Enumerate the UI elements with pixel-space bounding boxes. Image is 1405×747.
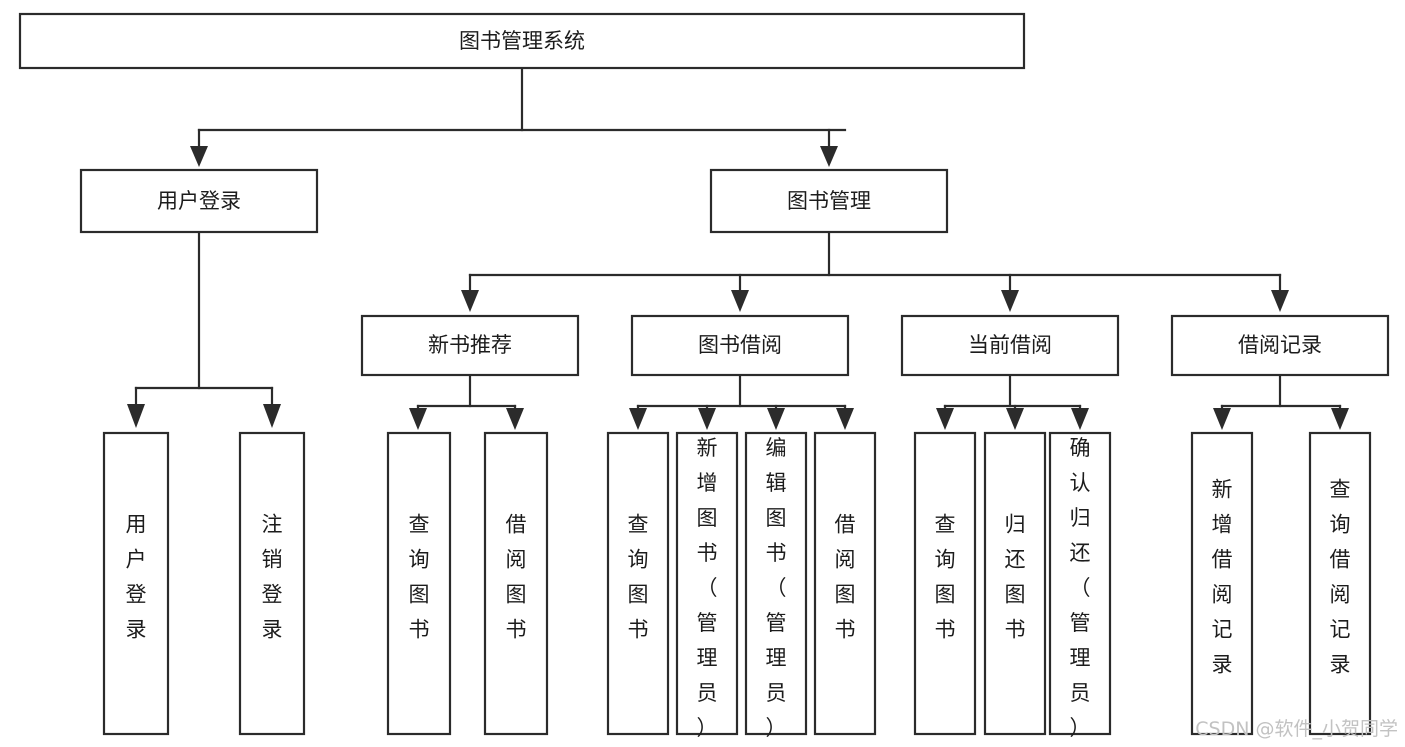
connector-group-book-borrow (629, 373, 854, 430)
connector-group-user-login (127, 230, 281, 428)
node-leaf-query-record-box[interactable] (1308, 431, 1372, 736)
connector-group-book-management (461, 230, 1289, 312)
node-leaf-query-book-1[interactable]: 查询图书 (386, 431, 452, 736)
node-leaf-add-record-box[interactable] (1190, 431, 1254, 736)
node-leaf-query-book-3-box[interactable] (913, 431, 977, 736)
node-leaf-user-logout-label: 注销登录 (262, 513, 283, 642)
node-new-book-recommend[interactable]: 新书推荐 (360, 314, 580, 377)
arrow-bb-leaf-1 (629, 408, 647, 430)
node-leaf-borrow-book-1[interactable]: 借阅图书 (483, 431, 549, 736)
node-leaf-borrow-book-2-box[interactable] (813, 431, 877, 736)
node-current-borrow-box[interactable] (900, 314, 1120, 377)
node-book-management-label: 图书管理 (787, 189, 871, 213)
node-leaf-add-book-box[interactable] (675, 431, 739, 736)
node-leaf-confirm-return[interactable]: 确认归还（管理员） (1048, 431, 1112, 740)
arrow-cb-leaf-2 (1006, 408, 1024, 430)
arrow-ul-leaf-1 (127, 404, 145, 428)
node-leaf-query-book-1-label: 查询图书 (409, 513, 430, 642)
node-leaf-edit-book[interactable]: 编辑图书（管理员） (744, 431, 808, 740)
connector-group-borrow-record (1213, 373, 1349, 430)
arrow-bb-leaf-3 (767, 408, 785, 430)
node-new-book-recommend-box[interactable] (360, 314, 580, 377)
arrow-bm-to-current-borrow (1001, 290, 1019, 312)
node-leaf-return-book[interactable]: 归还图书 (983, 431, 1047, 736)
node-leaf-add-book-label: 新增图书（管理员） (697, 436, 718, 740)
node-leaf-query-book-1-box[interactable] (386, 431, 452, 736)
node-leaf-query-book-2-label: 查询图书 (628, 513, 649, 642)
node-user-login-box[interactable] (79, 168, 319, 234)
arrow-nb-leaf-1 (409, 408, 427, 430)
arrow-nb-leaf-2 (506, 408, 524, 430)
arrow-br-leaf-1 (1213, 408, 1231, 430)
node-leaf-user-logout[interactable]: 注销登录 (238, 431, 306, 736)
node-leaf-add-book[interactable]: 新增图书（管理员） (675, 431, 739, 740)
node-current-borrow-label: 当前借阅 (968, 333, 1052, 357)
node-leaf-user-logout-box[interactable] (238, 431, 306, 736)
arrow-cb-leaf-3 (1071, 408, 1089, 430)
node-leaf-edit-book-label: 编辑图书（管理员） (766, 436, 787, 740)
node-leaf-user-login-label: 用户登录 (126, 513, 147, 642)
arrow-root-to-user-login (190, 146, 208, 167)
node-leaf-confirm-return-box[interactable] (1048, 431, 1112, 736)
arrow-br-leaf-2 (1331, 408, 1349, 430)
node-leaf-query-book-2-box[interactable] (606, 431, 670, 736)
connector-group-current-borrow (936, 373, 1089, 430)
node-user-login[interactable]: 用户登录 (79, 168, 319, 234)
csdn-watermark: CSDN @软件_小贺同学 (1195, 718, 1398, 740)
node-leaf-add-record-label: 新增借阅记录 (1212, 478, 1233, 677)
node-leaf-query-book-3-label: 查询图书 (935, 513, 956, 642)
node-leaf-query-book-2[interactable]: 查询图书 (606, 431, 670, 736)
node-leaf-add-record[interactable]: 新增借阅记录 (1190, 431, 1254, 736)
connector-group-root (190, 66, 847, 167)
arrow-cb-leaf-1 (936, 408, 954, 430)
node-borrow-record[interactable]: 借阅记录 (1170, 314, 1390, 377)
node-new-book-recommend-label: 新书推荐 (428, 333, 512, 357)
node-leaf-query-book-3[interactable]: 查询图书 (913, 431, 977, 736)
arrow-bm-to-borrow-record (1271, 290, 1289, 312)
arrow-bm-to-new-book (461, 290, 479, 312)
node-leaf-user-login[interactable]: 用户登录 (102, 431, 170, 736)
node-user-login-label: 用户登录 (157, 189, 241, 213)
node-book-management[interactable]: 图书管理 (709, 168, 949, 234)
node-book-management-box[interactable] (709, 168, 949, 234)
node-root-box[interactable] (18, 12, 1026, 70)
node-leaf-user-login-box[interactable] (102, 431, 170, 736)
node-leaf-edit-book-box[interactable] (744, 431, 808, 736)
node-leaf-return-book-label: 归还图书 (1005, 513, 1026, 642)
node-borrow-record-box[interactable] (1170, 314, 1390, 377)
arrow-ul-leaf-2 (263, 404, 281, 428)
node-leaf-query-record[interactable]: 查询借阅记录 (1308, 431, 1372, 736)
node-leaf-borrow-book-2[interactable]: 借阅图书 (813, 431, 877, 736)
arrow-bb-leaf-2 (698, 408, 716, 430)
node-leaf-query-record-label: 查询借阅记录 (1330, 478, 1351, 677)
node-book-borrow[interactable]: 图书借阅 (630, 314, 850, 377)
arrow-root-to-book-management (820, 146, 838, 167)
node-leaf-confirm-return-label: 确认归还（管理员） (1070, 436, 1091, 740)
arrow-bb-leaf-4 (836, 408, 854, 430)
node-borrow-record-label: 借阅记录 (1238, 333, 1322, 357)
node-book-borrow-label: 图书借阅 (698, 333, 782, 357)
connector-group-new-book (409, 373, 524, 430)
arrow-bm-to-book-borrow (731, 290, 749, 312)
node-leaf-borrow-book-1-box[interactable] (483, 431, 549, 736)
node-leaf-borrow-book-1-label: 借阅图书 (506, 513, 527, 642)
node-root[interactable]: 图书管理系统 (18, 12, 1026, 70)
node-book-borrow-box[interactable] (630, 314, 850, 377)
node-leaf-borrow-book-2-label: 借阅图书 (835, 513, 856, 642)
node-leaf-return-book-box[interactable] (983, 431, 1047, 736)
node-root-label: 图书管理系统 (459, 29, 585, 53)
node-current-borrow[interactable]: 当前借阅 (900, 314, 1120, 377)
